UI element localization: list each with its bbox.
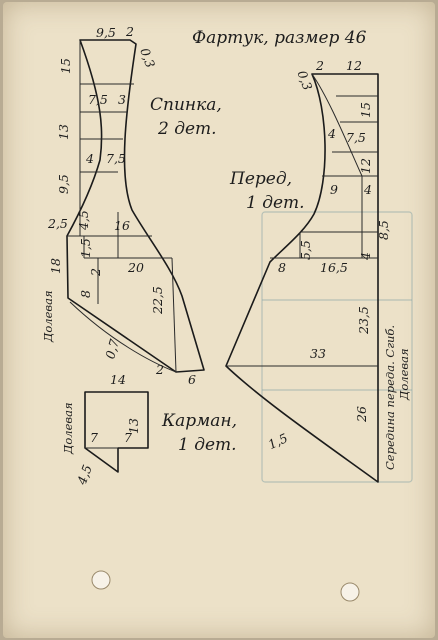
dim-label: 7,5 (106, 151, 126, 166)
part-count: 2 дет. (157, 119, 217, 139)
part-name: Перед, (229, 169, 292, 189)
dim-label: 9 (330, 182, 338, 197)
grain-label: Долевая (397, 348, 411, 401)
back-piece: 9,5 2 0,3 15 7,5 3 13 4 7,5 9,5 2,5 4,5 … (41, 24, 222, 387)
grain-label: Долевая (41, 290, 55, 343)
dim-label: 22,5 (150, 286, 165, 315)
dim-label: 33 (310, 346, 326, 361)
fold-label: Середина переда. Сгиб. (383, 325, 397, 470)
dim-label: 4,5 (74, 463, 95, 488)
front-outline (225, 73, 379, 483)
dim-label: 5,5 (298, 240, 313, 260)
pattern-sheet (3, 2, 435, 638)
dim-label: 0,3 (137, 46, 158, 70)
binder-hole (340, 582, 360, 602)
dim-label: 2 (88, 268, 103, 277)
dim-label: 20 (127, 260, 144, 275)
dim-label: 2 (315, 58, 324, 73)
dim-label: 2,5 (47, 216, 68, 231)
dim-label: 4 (85, 151, 94, 166)
dim-label: 4 (327, 126, 336, 141)
dim-label: 12 (358, 158, 373, 174)
dim-label: 7,5 (346, 130, 366, 145)
dim-label: 16,5 (320, 260, 348, 275)
dim-label: 7 (90, 430, 98, 445)
dim-label: 0,7 (102, 337, 122, 360)
ink-stamp (261, 211, 413, 483)
dim-label: 18 (48, 258, 63, 274)
dim-label: 6 (188, 372, 196, 387)
dim-label: 8,5 (376, 220, 391, 240)
dim-label: 4 (358, 252, 373, 261)
dim-label: 1,5 (266, 430, 290, 452)
dim-label: 12 (346, 58, 362, 73)
part-name: Спинка, (150, 95, 222, 115)
front-piece: 0,3 2 12 15 4 7,5 12 9 4 8,5 5,5 4 8 16,… (225, 58, 411, 483)
dim-label: 9,5 (96, 25, 116, 40)
part-name: Карман, (161, 411, 237, 431)
dim-label: 2 (155, 362, 164, 377)
part-count: 1 дет. (246, 193, 305, 213)
dim-label: 16 (114, 218, 130, 233)
page-title: Фартук, размер 46 (192, 28, 367, 48)
dim-label: 0,3 (294, 68, 315, 92)
binder-hole (91, 570, 111, 590)
dim-label: 9,5 (56, 174, 71, 194)
back-outline (66, 39, 205, 373)
dim-label: 8 (78, 290, 93, 298)
pocket-piece: 14 13 7 7 4,5 Долевая Карман, 1 дет. (61, 372, 237, 487)
dim-label: 3 (118, 92, 126, 107)
dim-label: 15 (58, 58, 73, 74)
dim-label: 23,5 (356, 306, 371, 335)
dim-label: 4 (363, 182, 372, 197)
grain-label: Долевая (61, 402, 75, 455)
dim-label: 13 (126, 418, 141, 434)
dim-label: 7,5 (88, 92, 108, 107)
dim-label: 14 (110, 372, 126, 387)
dim-label: 7 (124, 430, 132, 445)
dim-label: 8 (278, 260, 286, 275)
dim-label: 4,5 (76, 210, 91, 231)
part-count: 1 дет. (178, 435, 237, 455)
dim-label: 13 (56, 124, 71, 140)
dim-label: 1,5 (78, 238, 93, 258)
dim-label: 2 (125, 24, 134, 39)
dim-label: 26 (354, 406, 369, 423)
dim-label: 15 (358, 102, 373, 118)
